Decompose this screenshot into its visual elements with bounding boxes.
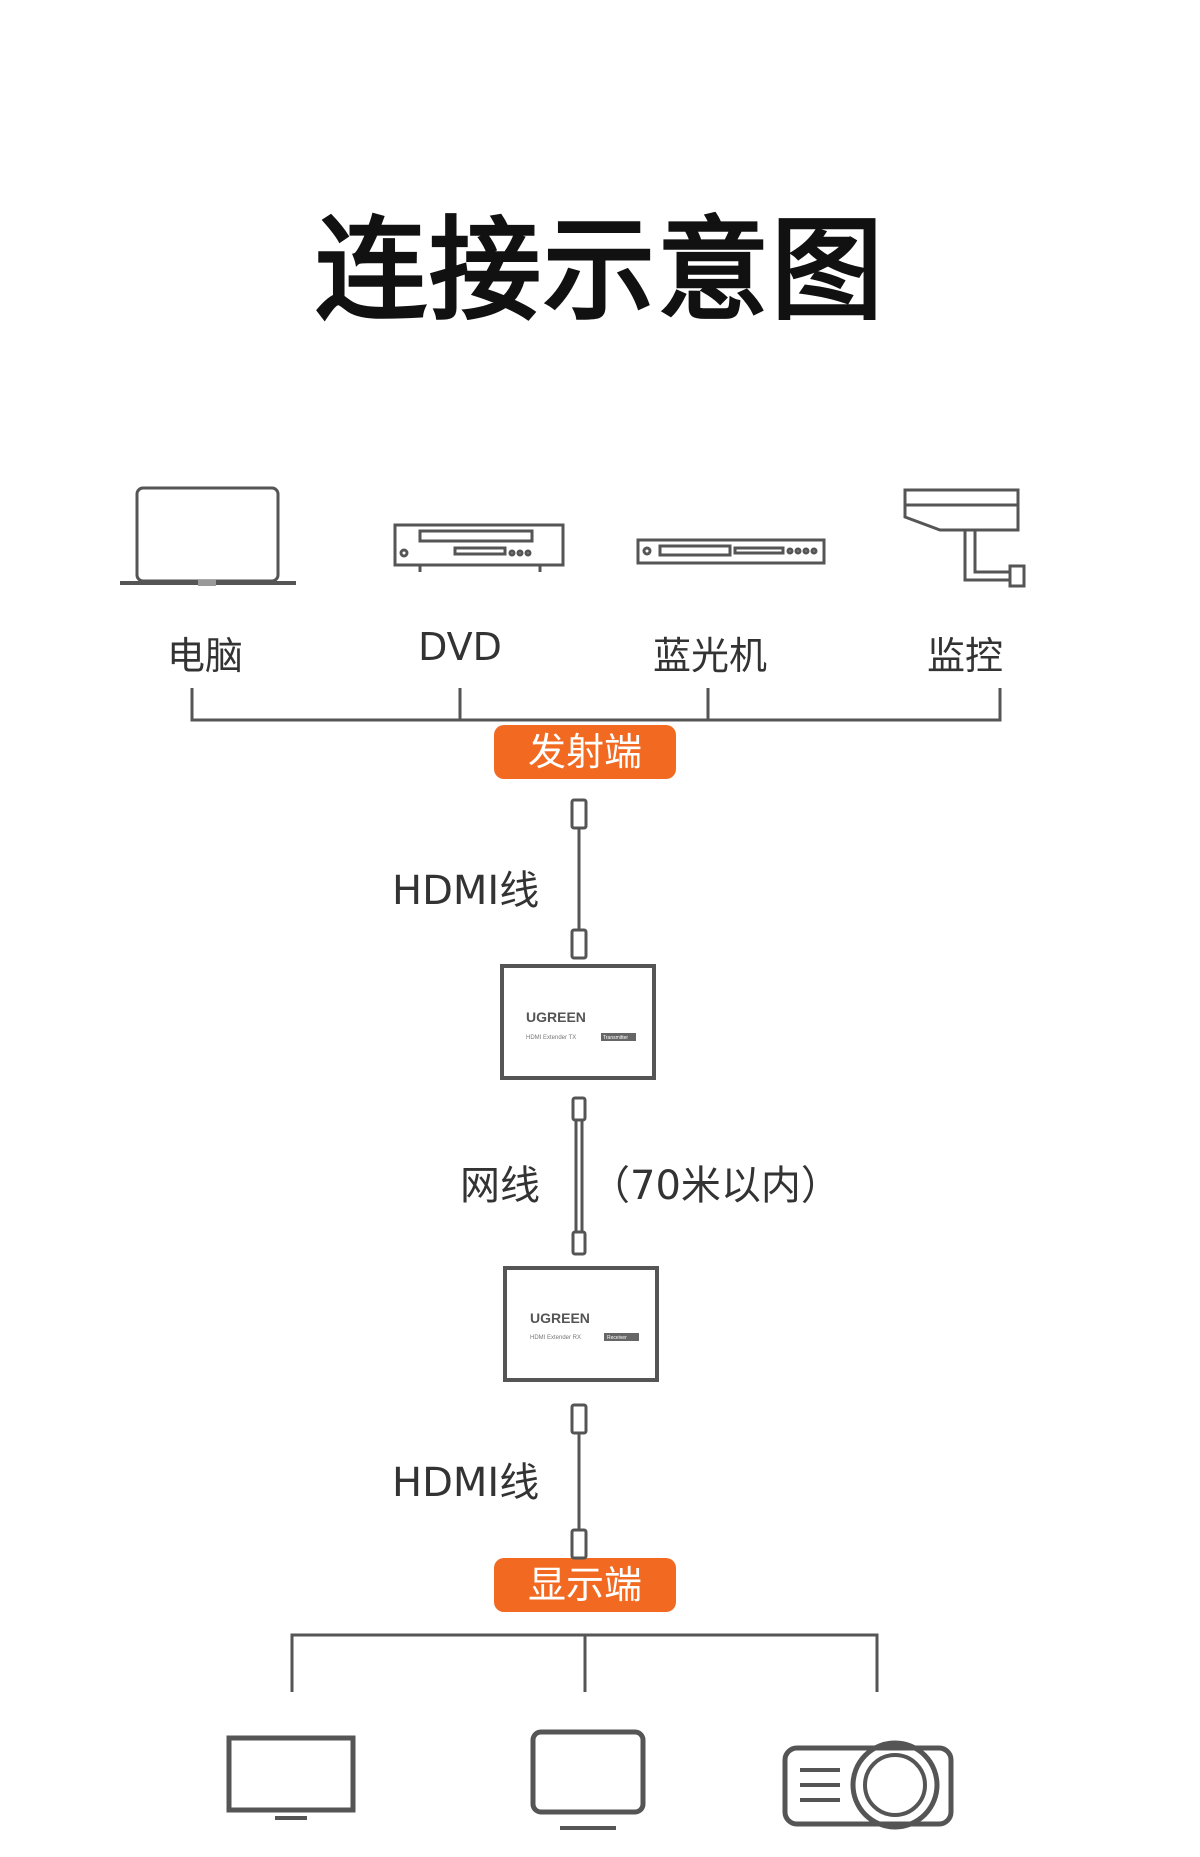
source-label-bluray: 蓝光机 (652, 634, 767, 678)
rx-brand: UGREEN (530, 1310, 590, 1326)
tx-model: HDMI Extender TX (526, 1035, 576, 1041)
hdmi-cable-top (570, 798, 588, 960)
bluray-player-icon (636, 538, 826, 565)
rx-tag: Receiver (607, 1335, 627, 1341)
source-label-dvd: DVD (418, 625, 502, 669)
laptop-icon (120, 486, 296, 586)
receiver-device (503, 1266, 659, 1382)
source-label-monitoring: 监控 (926, 634, 1003, 678)
dvd-player-icon (393, 523, 565, 572)
monitor-icon (530, 1729, 646, 1830)
rx-model: HDMI Extender RX (530, 1335, 581, 1341)
page-title: 连接示意图 (315, 206, 885, 336)
tx-tag: Transmitter (603, 1035, 628, 1041)
transmitter-device (500, 964, 656, 1080)
hdmi-cable-label-bottom: HDMI线 (392, 1460, 540, 1506)
source-label-computer: 电脑 (166, 634, 243, 678)
hdmi-cable-label-top: HDMI线 (392, 868, 540, 914)
tv-icon (226, 1735, 356, 1820)
hdmi-cable-bottom (570, 1403, 588, 1560)
network-distance-note: （70米以内） (590, 1163, 841, 1209)
receiver-badge: 显示端 (494, 1558, 676, 1612)
network-cable (571, 1096, 587, 1256)
projector-icon (782, 1740, 954, 1830)
security-camera-icon (903, 488, 1026, 588)
transmitter-badge: 发射端 (494, 725, 676, 779)
network-cable-label: 网线 (460, 1163, 540, 1209)
tx-brand: UGREEN (526, 1009, 586, 1025)
